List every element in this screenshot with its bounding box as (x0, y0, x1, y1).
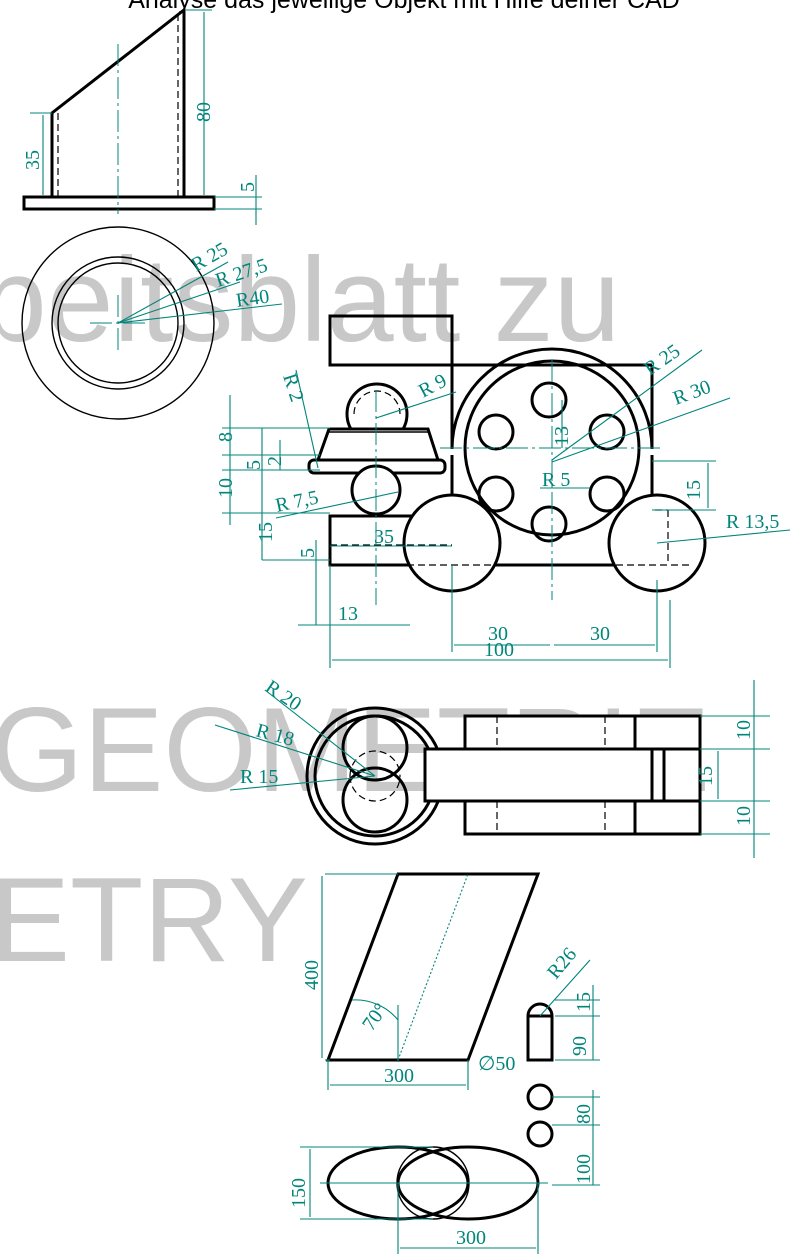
hole-5 (588, 475, 626, 513)
dim-10-top: 10 (733, 720, 755, 740)
radius-7-5: R 7,5 (273, 486, 320, 517)
radius-30: R 30 (670, 376, 714, 410)
radius-25-disk: R 25 (640, 340, 684, 380)
parallelogram (325, 872, 541, 1062)
dim-80: 80 (193, 102, 215, 122)
hole-1 (530, 381, 568, 419)
radius-13-5: R 13,5 (726, 511, 779, 533)
base-block (328, 314, 454, 367)
radius-15: R 15 (240, 766, 278, 788)
dim-150: 150 (288, 1178, 310, 1208)
middle-bar (423, 747, 702, 803)
dim-300-parallelogram: 300 (384, 1065, 414, 1087)
watermark-line-1: beitsblatt zu (0, 233, 621, 367)
figure-2-ring-plan-view: R 25 R 27,5 R40 (21, 226, 283, 420)
radius-2: R 2 (278, 371, 308, 405)
cap-trapezoid (315, 427, 441, 462)
radius-9: R 9 (415, 370, 450, 403)
dim-80-circles: 80 (573, 1104, 595, 1124)
hole-6 (530, 505, 568, 543)
dim-2: 2 (264, 456, 286, 466)
small-circle-1 (526, 1083, 554, 1111)
hole-4 (477, 475, 515, 513)
dim-13-disk: 13 (551, 426, 573, 446)
capsule-part (526, 1002, 554, 1062)
dim-35-width: 35 (374, 526, 394, 548)
figure-1-slanted-cylinder-elevation: 80 35 5 (22, 6, 262, 225)
dim-15-right: 15 (683, 480, 705, 500)
radius-18: R 18 (254, 720, 297, 751)
radius-5-hole: R 5 (542, 469, 570, 491)
watermark-line-3: ETRY (0, 853, 308, 987)
dim-400: 400 (301, 960, 323, 990)
dim-30-left: 30 (488, 623, 508, 645)
figure-5-parallelogram-and-parts: 400 70° 300 R26 15 90 ∅50 80 100 (301, 872, 600, 1186)
dim-10-bottom: 10 (733, 806, 755, 826)
dim-90: 90 (569, 1036, 591, 1056)
figure-6-ellipse-overlap: 150 300 (288, 1145, 548, 1254)
dim-5-cap: 5 (243, 460, 265, 470)
dim-100: 100 (484, 639, 514, 661)
figure-4-assembly-top-view: R 20 R 18 R 15 10 15 10 (214, 676, 770, 858)
dim-15-mid: 15 (695, 766, 717, 786)
dim-5: 5 (237, 182, 259, 192)
dim-35: 35 (22, 150, 44, 170)
dim-13-bottom: 13 (338, 603, 358, 625)
dim-300-ellipse: 300 (456, 1227, 486, 1249)
upper-ball (341, 714, 409, 782)
lower-ball (341, 766, 409, 834)
top-bar (463, 714, 702, 751)
dim-8: 8 (215, 432, 237, 442)
radius-20: R 20 (261, 676, 305, 716)
hole-2 (477, 413, 515, 451)
figure-3-assembly-front-view: R 2 R 9 R 7,5 R 25 R 30 R 5 R 13,5 8 5 2… (215, 314, 791, 668)
dim-5-base: 5 (297, 548, 319, 558)
dim-15-left: 15 (255, 522, 277, 542)
radius-40: R40 (235, 286, 271, 312)
worksheet-instruction: Analyse das jeweilige Objekt mit Hilfe d… (128, 0, 680, 14)
dim-100-circles: 100 (573, 1154, 595, 1184)
small-circle-2 (526, 1120, 554, 1148)
disk-housing (450, 347, 654, 450)
bottom-bar (463, 799, 702, 836)
dim-15-capsule: 15 (573, 992, 595, 1012)
angle-70: 70° (358, 999, 392, 1035)
radius-26: R26 (543, 944, 581, 984)
base-plate (22, 195, 216, 211)
dim-10: 10 (215, 478, 237, 498)
diameter-50: ∅50 (478, 1053, 515, 1075)
dim-30-right: 30 (590, 623, 610, 645)
